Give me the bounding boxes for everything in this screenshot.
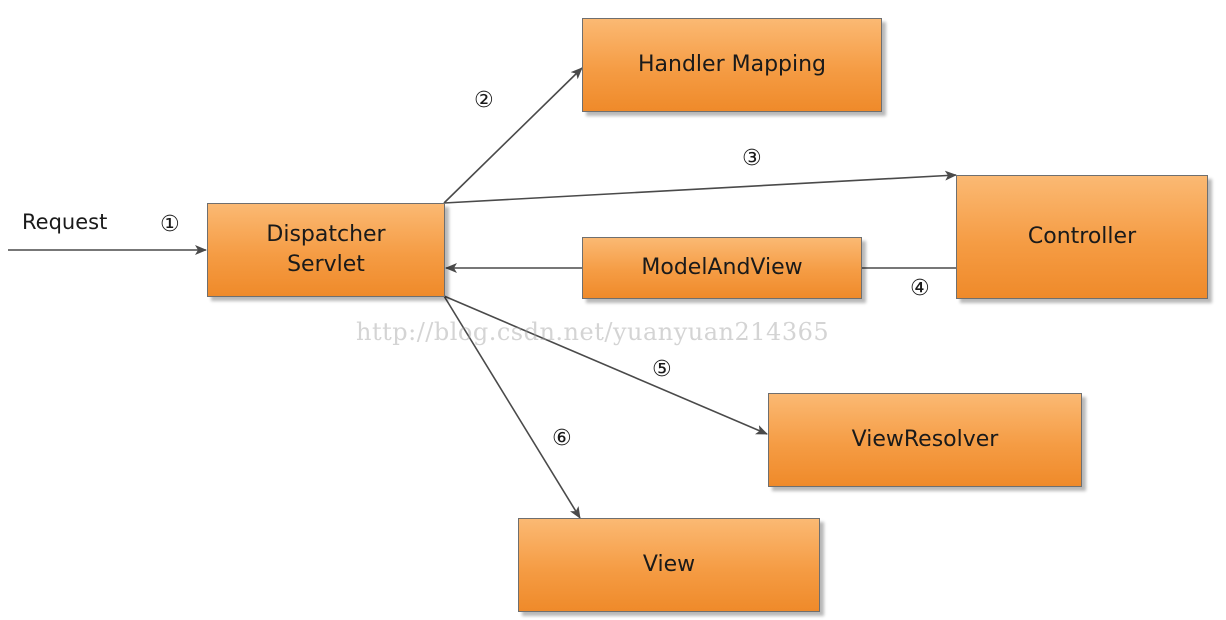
handler-mapping-box: Handler Mapping (582, 18, 882, 112)
request-label: Request (22, 210, 108, 234)
step-5-label: ⑤ (652, 357, 672, 382)
arrow-to-view (443, 295, 581, 519)
model-and-view-box: ModelAndView (582, 237, 862, 299)
view-box: View (518, 518, 820, 612)
model-and-view-label: ModelAndView (641, 255, 803, 280)
arrow-to-controller (443, 170, 957, 204)
watermark-url: http://blog.csdn.net/yuanyuan214365 (356, 318, 830, 346)
step-2-label: ② (474, 88, 494, 113)
handler-mapping-label: Handler Mapping (637, 52, 827, 77)
dispatcher-servlet-box: Dispatcher Servlet (207, 203, 445, 297)
step-6-label: ⑥ (552, 426, 572, 451)
arrow-to-handler-mapping (443, 67, 583, 204)
view-resolver-label: ViewResolver (851, 427, 999, 452)
step-4-label: ④ (910, 276, 930, 301)
step-3-label: ③ (742, 146, 762, 171)
dispatcher-servlet-label: Dispatcher Servlet (266, 222, 386, 277)
arrow-to-view-resolver (443, 295, 768, 435)
view-label: View (642, 552, 696, 577)
step-1-label: ① (160, 212, 180, 237)
view-resolver-box: ViewResolver (768, 393, 1082, 487)
controller-box: Controller (956, 175, 1208, 299)
controller-label: Controller (1027, 224, 1137, 249)
